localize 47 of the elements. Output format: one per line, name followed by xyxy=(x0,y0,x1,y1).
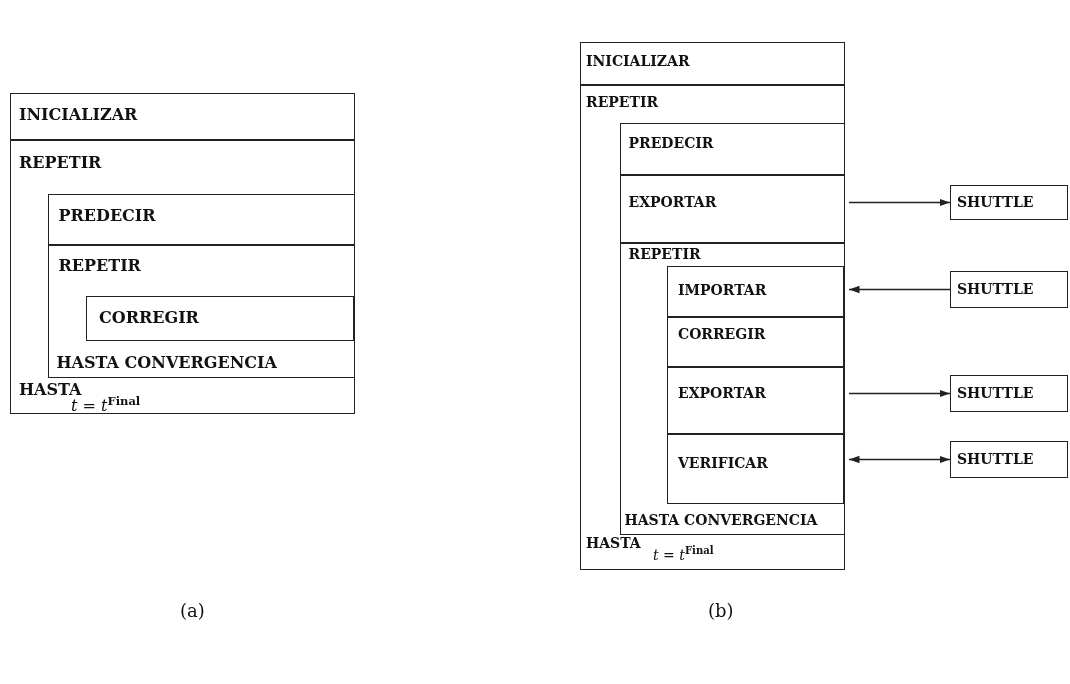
step-label: HASTA CONVERGENCIA xyxy=(56,352,277,372)
step-label: EXPORTAR xyxy=(628,193,717,210)
process-box xyxy=(950,185,1068,220)
step-label: REPETIR xyxy=(58,255,141,275)
step-label: CORREGIR xyxy=(678,326,766,342)
process-box xyxy=(86,296,354,341)
step-label: HASTA CONVERGENCIA xyxy=(624,511,818,528)
panel-caption: (b) xyxy=(708,600,734,621)
process-box xyxy=(619,174,845,243)
process-box xyxy=(950,441,1068,478)
formula-text: t = t$^{Final}$ xyxy=(653,545,714,563)
process-box xyxy=(10,93,355,140)
step-label: HASTA xyxy=(19,380,82,399)
process-box xyxy=(47,193,355,245)
step-label: SHUTTLE xyxy=(957,281,1034,297)
arrow xyxy=(848,198,951,207)
arrow xyxy=(848,285,951,294)
process-box xyxy=(667,266,844,317)
step-label: SHUTTLE xyxy=(957,194,1034,210)
step-label: INICIALIZAR xyxy=(586,53,690,69)
process-box xyxy=(10,140,355,414)
process-box xyxy=(667,317,844,367)
step-label: INICIALIZAR xyxy=(19,105,138,124)
process-box xyxy=(619,242,845,535)
panel-caption: (a) xyxy=(180,600,205,621)
arrow xyxy=(848,389,951,398)
process-box xyxy=(580,42,845,85)
step-label: REPETIR xyxy=(19,153,102,172)
step-label: HASTA xyxy=(586,535,641,551)
step-label: CORREGIR xyxy=(99,308,199,327)
arrow xyxy=(848,455,951,464)
process-box xyxy=(580,85,845,570)
step-label: REPETIR xyxy=(586,94,659,110)
process-box xyxy=(950,271,1068,308)
step-label: VERIFICAR xyxy=(678,455,768,471)
step-label: EXPORTAR xyxy=(678,385,766,401)
step-label: REPETIR xyxy=(628,245,701,262)
process-box xyxy=(47,244,355,378)
step-label: IMPORTAR xyxy=(678,282,767,298)
step-label: PREDECIR xyxy=(58,205,156,225)
step-label: PREDECIR xyxy=(628,134,714,151)
process-box xyxy=(667,434,844,504)
process-box xyxy=(619,122,845,175)
process-box xyxy=(950,375,1068,412)
process-box xyxy=(667,367,844,434)
step-label: SHUTTLE xyxy=(957,451,1034,467)
step-label: SHUTTLE xyxy=(957,385,1034,401)
